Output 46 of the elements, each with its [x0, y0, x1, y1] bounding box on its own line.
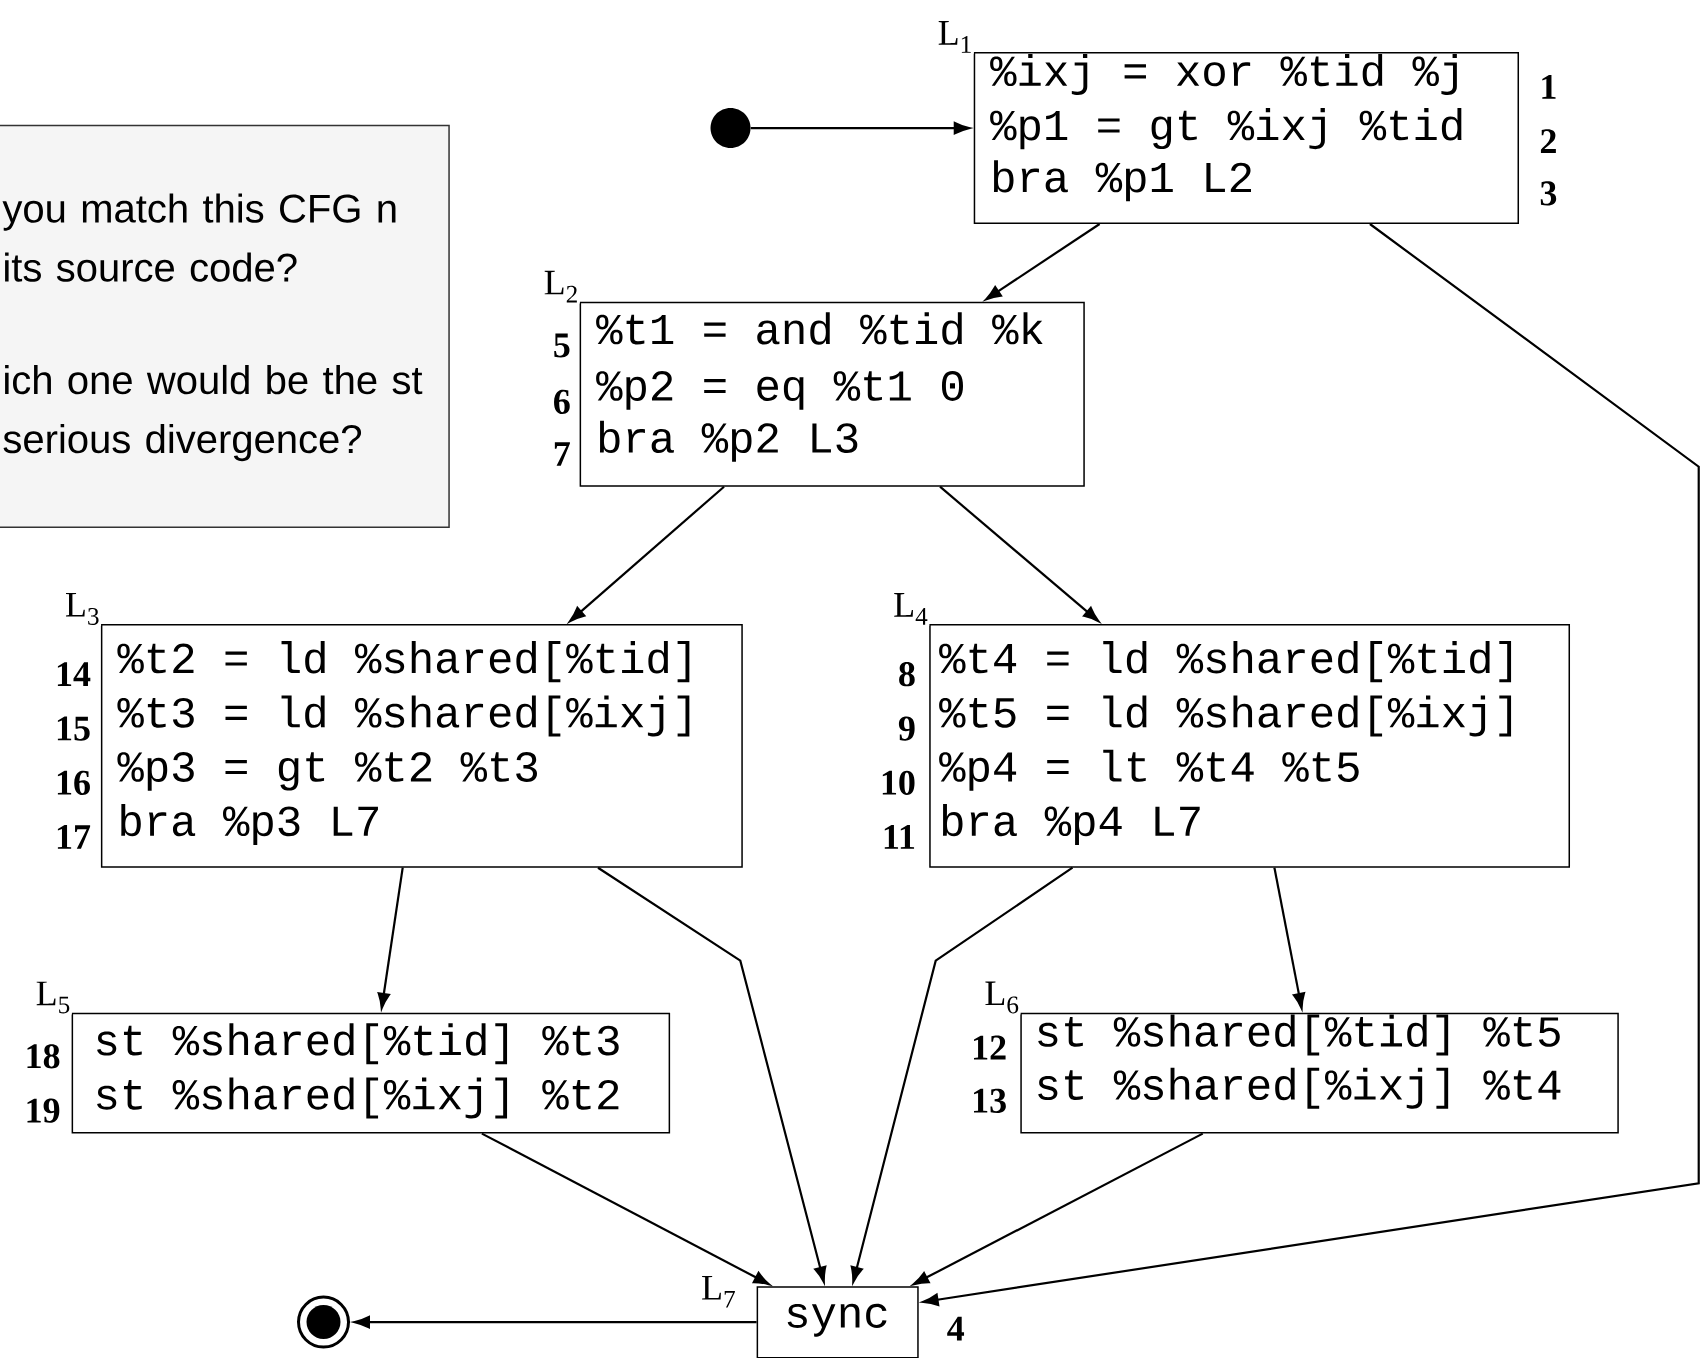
line-number: 18: [27, 1044, 60, 1069]
code-line: %p3 = gt %t2 %t3: [117, 752, 537, 791]
arrow: [377, 867, 404, 1010]
arrow: [353, 1315, 757, 1329]
block-label: L$_{2}$: [544, 270, 577, 303]
arrow: [481, 1132, 770, 1286]
line-number: 9: [898, 716, 915, 741]
code-line: sync: [787, 1303, 887, 1337]
block-label: L$_{1}$: [938, 21, 971, 53]
code-line: %p2 = eq %t1 0: [596, 371, 963, 410]
end-state: [297, 1295, 350, 1349]
line-number: 7: [554, 442, 570, 466]
line-number: 10: [882, 770, 915, 795]
arrow: [569, 485, 725, 623]
line-number: 11: [884, 825, 915, 849]
block-label: L$_{4}$: [894, 593, 928, 625]
arrow: [597, 866, 827, 1283]
block-label: L$_{3}$: [66, 592, 99, 625]
code-line: %p1 = gt %ixj %tid: [990, 108, 1462, 150]
code-line: %t1 = and %tid %k: [596, 312, 1043, 345]
line-number: 16: [57, 770, 90, 795]
question-text: you match this CFG n its source code?: [2, 193, 396, 282]
code-line: %t2 = ld %shared[%tid]: [117, 641, 690, 683]
line-number: 14: [57, 662, 91, 686]
line-number: 1: [1542, 75, 1556, 99]
block-label: L$_{7}$: [702, 1275, 735, 1308]
question-text: ich one would be the st serious divergence?: [3, 364, 423, 462]
code-line: %ixj = xor %tid %j: [990, 53, 1457, 95]
line-number: 17: [57, 825, 91, 849]
question-box: [0, 124, 450, 528]
code-line: st %shared[%tid] %t3: [97, 1023, 619, 1065]
line-number: 5: [554, 333, 570, 358]
line-number: 2: [1540, 129, 1556, 153]
line-number: 8: [899, 662, 915, 687]
line-number: 3: [1540, 181, 1557, 206]
code-line: st %shared[%ixj] %t2: [97, 1077, 619, 1119]
code-line: bra %p1 L2: [993, 160, 1251, 202]
line-number: 4: [947, 1316, 965, 1341]
block-label: L$_{5}$: [36, 981, 70, 1014]
code-line: bra %p2 L3: [599, 420, 858, 462]
code-line: %t3 = ld %shared[%ixj]: [117, 695, 690, 737]
line-number: 6: [554, 389, 570, 414]
start-state: [710, 108, 751, 149]
line-number: 19: [27, 1098, 60, 1123]
line-number: 15: [57, 716, 90, 741]
code-line: bra %p3 L7: [121, 803, 378, 845]
